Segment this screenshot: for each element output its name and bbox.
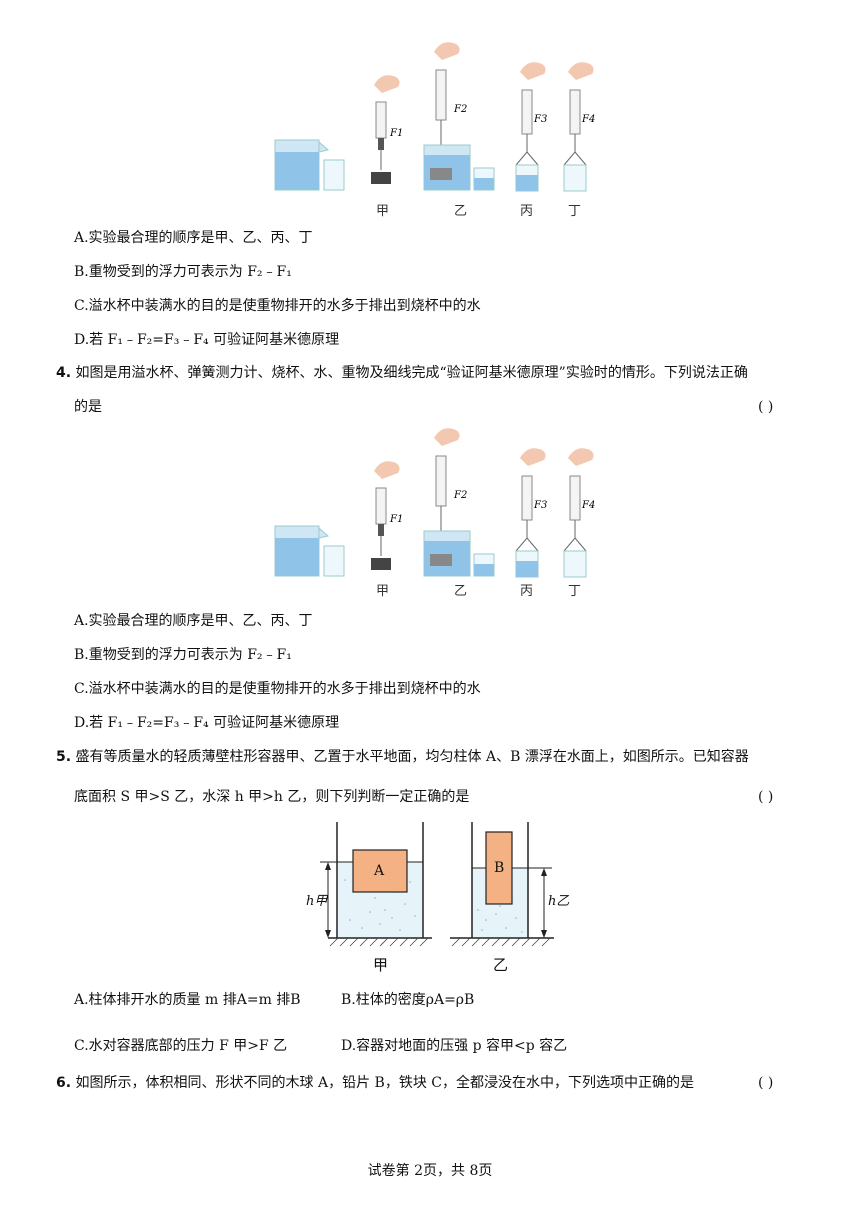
- q3-figure: F1 F2 F3 F: [270, 40, 610, 220]
- hand-spring-ding: [563, 62, 594, 192]
- block-a-label: A: [374, 863, 385, 879]
- q4-stem-line1: 如图是用溢水杯、弹簧测力计、烧杯、水、重物及细线完成“验证阿基米德原理”实验时的…: [75, 365, 748, 381]
- q3-option-b: B.重物受到的浮力可表示为 F₂﹣F₁: [74, 264, 292, 280]
- q5-option-c: C.水对容器底部的压力 F 甲>F 乙: [74, 1038, 288, 1054]
- q4-option-a: A.实验最合理的顺序是甲、乙、丙、丁: [74, 613, 313, 629]
- q6-number: 6.: [56, 1075, 72, 1091]
- small-beaker: [323, 159, 345, 191]
- q5-option-b: B.柱体的密度ρA=ρB: [341, 992, 475, 1008]
- q4-figure: F1 F2 F3 F4 甲 乙: [270, 426, 610, 606]
- overflow-cup: [274, 139, 330, 191]
- q4-option-c: C.溢水杯中装满水的目的是使重物排开的水多于排出到烧杯中的水: [74, 681, 481, 697]
- overflow-cup: [274, 525, 330, 577]
- hand-spring-jia: [371, 75, 400, 184]
- q5-option-d: D.容器对地面的压强 p 容甲<p 容乙: [341, 1038, 568, 1054]
- block-b-label: B: [494, 860, 505, 876]
- q5-number: 5.: [56, 749, 72, 765]
- hand-spring-ding: [563, 448, 594, 578]
- container-jia: [320, 822, 432, 947]
- q4-stem: 4. 如图是用溢水杯、弹簧测力计、烧杯、水、重物及细线完成“验证阿基米德原理”实…: [56, 363, 748, 383]
- fig-label-yi: 乙: [454, 584, 468, 599]
- q4-stem-line2: 的是: [74, 399, 102, 415]
- fig-label-ding: 丁: [568, 584, 582, 599]
- q4-option-d: D.若 F₁﹣F₂=F₃﹣F₄ 可验证阿基米德原理: [74, 715, 340, 731]
- h-yi-label: h乙: [548, 894, 570, 909]
- force-label-f1: F1: [389, 128, 403, 139]
- q6-stem-line1: 如图所示，体积相同、形状不同的木球 A，铅片 B，铁块 C，全都浸没在水中，下列…: [75, 1075, 694, 1091]
- fig-label-yi: 乙: [454, 204, 468, 219]
- force-label-f4: F4: [581, 500, 595, 511]
- q6-stem: 6. 如图所示，体积相同、形状不同的木球 A，铅片 B，铁块 C，全都浸没在水中…: [56, 1073, 694, 1093]
- page-footer: 试卷第 2页，共 8页: [367, 1163, 493, 1179]
- force-label-f4: F4: [581, 114, 595, 125]
- q5-option-a: A.柱体排开水的质量 m 排A=m 排B: [74, 992, 301, 1008]
- hand-spring-yi: [423, 42, 495, 191]
- fig-label-jia: 甲: [376, 204, 390, 219]
- q3-option-a: A.实验最合理的顺序是甲、乙、丙、丁: [74, 230, 313, 246]
- hand-spring-yi: [423, 428, 495, 577]
- force-label-f2: F2: [453, 104, 467, 115]
- container-label-jia: 甲: [373, 956, 389, 974]
- force-label-f3: F3: [533, 500, 547, 511]
- q3-option-c: C.溢水杯中装满水的目的是使重物排开的水多于排出到烧杯中的水: [74, 298, 481, 314]
- hand-spring-jia: [371, 461, 400, 570]
- container-yi: [450, 822, 554, 947]
- fig-label-bing: 丙: [520, 204, 534, 219]
- force-label-f3: F3: [533, 114, 547, 125]
- force-label-f2: F2: [453, 490, 467, 501]
- q5-stem-line1: 盛有等质量水的轻质薄壁柱形容器甲、乙置于水平地面，均匀柱体 A、B 漂浮在水面上…: [75, 749, 749, 765]
- q5-figure: A B h甲 h乙 甲 乙: [300, 820, 570, 980]
- small-beaker: [323, 545, 345, 577]
- hand-spring-bing: [515, 62, 546, 192]
- fig-label-jia: 甲: [376, 584, 390, 599]
- q5-stem: 5. 盛有等质量水的轻质薄壁柱形容器甲、乙置于水平地面，均匀柱体 A、B 漂浮在…: [56, 747, 749, 767]
- fig-label-bing: 丙: [520, 584, 534, 599]
- q5-answer-paren[interactable]: ( ): [758, 789, 774, 805]
- fig-label-ding: 丁: [568, 204, 582, 219]
- force-label-f1: F1: [389, 514, 403, 525]
- q4-answer-paren[interactable]: ( ): [758, 399, 774, 415]
- q4-option-b: B.重物受到的浮力可表示为 F₂﹣F₁: [74, 647, 292, 663]
- q5-stem-line2: 底面积 S 甲>S 乙，水深 h 甲>h 乙，则下列判断一定正确的是: [74, 789, 470, 805]
- q4-number: 4.: [56, 365, 72, 381]
- q3-option-d: D.若 F₁﹣F₂=F₃﹣F₄ 可验证阿基米德原理: [74, 332, 340, 348]
- h-jia-label: h甲: [306, 894, 328, 909]
- hand-spring-bing: [515, 448, 546, 578]
- q6-answer-paren[interactable]: ( ): [758, 1075, 774, 1091]
- container-label-yi: 乙: [493, 956, 509, 974]
